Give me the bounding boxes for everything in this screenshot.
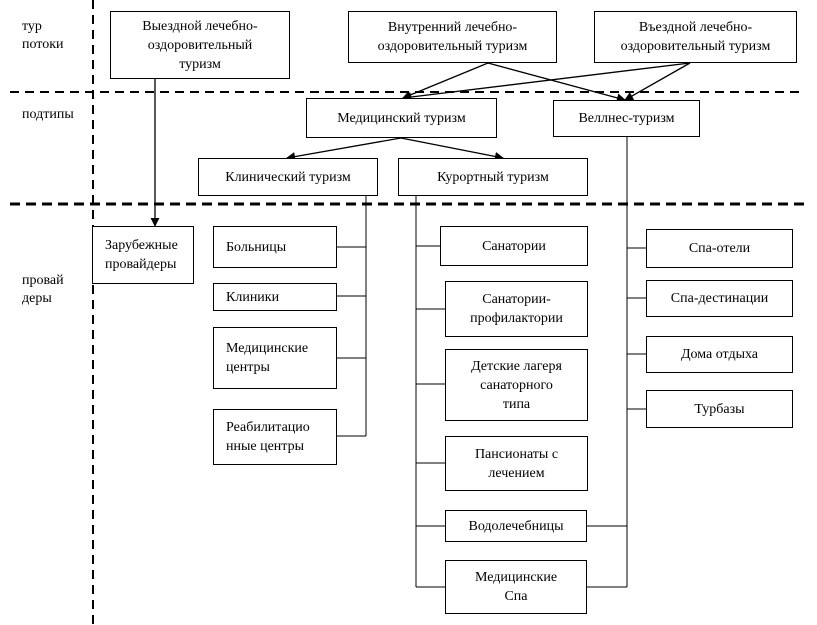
provider-medical-centers-box: Медицинские центры [213,327,337,389]
flow-outbound-box: Выездной лечебно- оздоровительный туризм [110,11,290,79]
arrow-medical-to-clinical [286,137,402,162]
flow-inbound-box: Въездной лечебно- оздоровительный туризм [594,11,797,63]
provider-spa-destinations-box: Спа-дестинации [646,280,793,317]
provider-sanatoriums-box: Санатории [440,226,588,266]
subtype-medical-box: Медицинский туризм [306,98,497,138]
arrow-domestic-to-wellness [487,62,626,103]
provider-rest-houses-box: Дома отдыха [646,336,793,373]
provider-children-camps-box: Детские лагеря санаторного типа [445,349,588,421]
subtype-clinical-box: Клинический туризм [198,158,378,196]
provider-foreign-box: Зарубежные провайдеры [92,226,194,284]
provider-prophylactoriums-box: Санатории- профилактории [445,281,588,337]
subtype-wellness-box: Веллнес-туризм [553,100,700,137]
provider-spa-hotels-box: Спа-отели [646,229,793,268]
provider-hospitals-box: Больницы [213,226,337,268]
provider-clinics-box: Клиники [213,283,337,311]
provider-hydropathics-box: Водолечебницы [445,510,587,542]
arrow-medical-to-resort [400,137,504,161]
arrow-inbound-to-wellness [624,62,691,101]
provider-rehab-centers-box: Реабилитацио нные центры [213,409,337,465]
provider-tourist-bases-box: Турбазы [646,390,793,428]
provider-medical-spa-box: Медицинские Спа [445,560,587,614]
subtype-resort-box: Курортный туризм [398,158,588,196]
flow-domestic-box: Внутренний лечебно- оздоровительный тури… [348,11,557,63]
row-label-subtypes: подтипы [22,107,74,122]
arrow-inbound-to-medical [402,62,691,102]
clinical-tree-connectors [337,196,367,437]
provider-boarding-houses-box: Пансионаты с лечением [445,436,588,491]
wellness-tree-connectors [587,137,646,588]
arrow-domestic-to-medical [402,62,489,100]
row-label-flows: тур потоки [22,19,64,52]
row-label-providers: провай деры [22,273,64,306]
resort-tree-connectors [415,196,445,588]
